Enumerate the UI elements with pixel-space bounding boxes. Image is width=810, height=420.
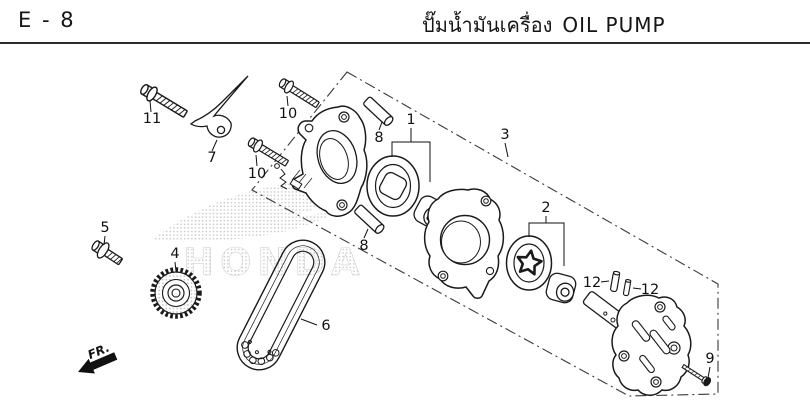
callout-2-bracket — [528, 216, 565, 266]
callout-7: 7 — [207, 150, 216, 166]
relief-valve-parts — [274, 163, 303, 190]
fr-arrow: FR. — [78, 340, 118, 374]
bolt-9 — [681, 363, 712, 387]
leader-3 — [504, 142, 509, 158]
callout-leaders — [103, 95, 711, 379]
page-title-thai: ปั๊มน้ำมันเครื่อง — [422, 13, 553, 37]
leader-12-left — [600, 280, 610, 283]
cam-chain — [236, 239, 326, 371]
leader-10-upper — [286, 95, 289, 107]
callout-1-bracket — [391, 128, 431, 182]
callout-12-left: 12 — [583, 275, 601, 291]
callout-3: 3 — [500, 127, 509, 143]
callout-11: 11 — [143, 111, 161, 127]
callout-numbers: 11 7 10 10 8 8 1 3 2 12 12 9 5 4 6 — [100, 106, 714, 367]
leader-7 — [211, 139, 218, 152]
callout-9: 9 — [705, 351, 714, 367]
leader-9 — [707, 366, 711, 379]
pump-body — [291, 105, 368, 217]
header-rule — [0, 42, 810, 44]
page-title: ปั๊มน้ำมันเครื่อง OIL PUMP — [422, 9, 666, 41]
leader-4 — [174, 261, 177, 272]
leader-12-right — [632, 287, 642, 290]
bolt-10-lower — [245, 134, 291, 170]
leader-6 — [300, 318, 318, 326]
assembly-boundary — [251, 71, 719, 397]
callout-8-lower: 8 — [359, 238, 368, 254]
guide-plate — [189, 75, 249, 138]
rotor-set-1 — [366, 155, 420, 217]
pump-cover — [611, 294, 692, 396]
leader-11 — [149, 100, 152, 113]
callout-10-lower: 10 — [248, 166, 266, 182]
dowel-pin-upper — [362, 95, 396, 128]
pin-12-right — [622, 279, 632, 297]
leader-5 — [103, 235, 106, 246]
sprocket — [150, 267, 202, 319]
callout-4: 4 — [170, 246, 179, 262]
callout-8-upper: 8 — [374, 130, 383, 146]
callout-12-right: 12 — [641, 282, 659, 298]
callout-10-upper: 10 — [279, 106, 297, 122]
pin-12-left — [610, 270, 621, 293]
rotor-set-2 — [505, 235, 553, 291]
inner-rotor-2 — [545, 272, 577, 304]
callout-6: 6 — [321, 318, 330, 334]
page-title-en: OIL PUMP — [562, 13, 666, 37]
callout-2: 2 — [541, 200, 550, 216]
watermark-text: HONDA — [183, 241, 366, 284]
fr-arrow-glyph — [78, 352, 118, 374]
pump-plate-middle — [423, 188, 505, 299]
callout-5: 5 — [100, 220, 109, 236]
page-code: E - 8 — [18, 8, 76, 32]
leader-8-lower — [363, 228, 369, 239]
leader-8-upper — [378, 121, 383, 131]
callout-1: 1 — [406, 112, 415, 128]
bolt-5 — [91, 240, 123, 266]
leader-10-lower — [255, 154, 258, 167]
